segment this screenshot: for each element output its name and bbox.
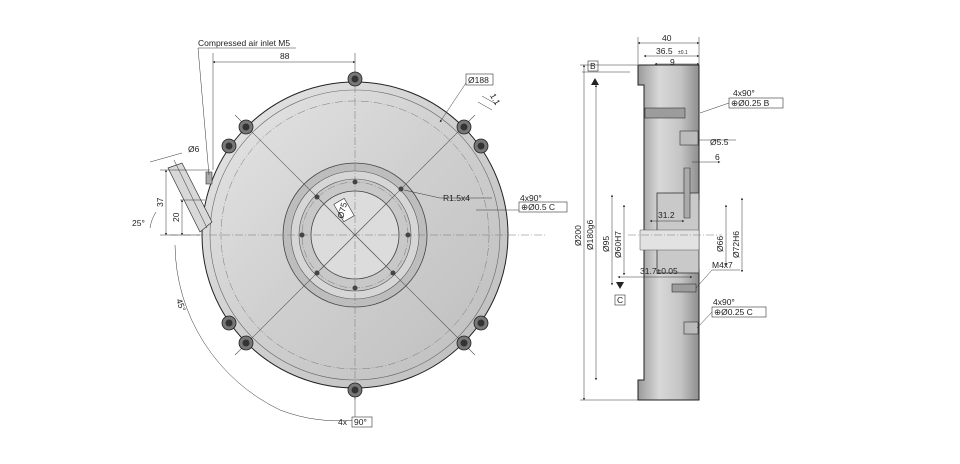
- mount-hole: [347, 71, 363, 87]
- pattern-b: 4x90°: [713, 297, 735, 307]
- dim-angle-25: 25°: [132, 218, 145, 228]
- dim-dia-188: Ø188: [468, 75, 489, 85]
- front-view: 88 Compressed air inlet M5 Ø188 1.1 Ø6 3…: [132, 38, 568, 428]
- air-inlet-label: Compressed air inlet M5: [198, 38, 290, 48]
- air-inlet-fitting: [205, 171, 213, 185]
- mount-hole: [238, 119, 254, 135]
- mount-hole: [456, 119, 472, 135]
- mount-hole: [221, 138, 237, 154]
- mount-hole: [238, 335, 254, 351]
- datum-b: B: [590, 61, 596, 71]
- mount-hole: [456, 335, 472, 351]
- inner-hole: [398, 186, 404, 192]
- pattern-bottom-prefix: 4x: [338, 417, 348, 427]
- mount-hole: [473, 138, 489, 154]
- upper-port: [644, 107, 686, 119]
- dim-40: 40: [662, 33, 672, 43]
- dim-radius: R1.5x4: [443, 193, 470, 203]
- lower-thread: [671, 283, 697, 293]
- dim-31-2: 31.2: [658, 210, 675, 220]
- dim-dia-6: Ø6: [188, 144, 200, 154]
- pattern-a: 4x90°: [733, 88, 755, 98]
- dim-20: 20: [171, 212, 181, 222]
- inner-hole: [314, 270, 320, 276]
- dim-37: 37: [155, 197, 165, 207]
- mount-hole: [473, 315, 489, 331]
- bore-diag-2: [319, 199, 391, 271]
- dim-dia-60: Ø60H7: [613, 231, 623, 258]
- pattern-bottom-box: 90°: [354, 417, 367, 427]
- dim-dia-72: Ø72H6: [731, 231, 741, 258]
- dim-1-1: 1.1: [488, 92, 503, 107]
- datum-c: C: [617, 295, 623, 305]
- mount-hole: [347, 382, 363, 398]
- dim-88: 88: [280, 51, 290, 61]
- tolerance-a: ⊕Ø0.25 B: [731, 98, 770, 108]
- dim-6: 6: [715, 152, 720, 162]
- dim-dia-75: Ø75: [335, 201, 349, 219]
- upper-port-tip: [679, 130, 699, 146]
- inner-hole: [352, 285, 358, 291]
- dim-31-7: 31.7±0.05: [640, 266, 678, 276]
- inner-hole: [299, 232, 305, 238]
- inner-hole: [314, 194, 320, 200]
- dim-36-5: 36.5: [656, 46, 673, 56]
- dim-dia-66: Ø66: [715, 236, 725, 252]
- dim-36-5-tol: ±0.1: [678, 50, 688, 56]
- side-bore-section: [639, 229, 700, 251]
- dim-dia-180: Ø180g6: [585, 219, 595, 250]
- thread-m4x7: M4x7: [712, 260, 733, 270]
- side-view: 40 36.5 ±0.1 9 B 4x90° ⊕Ø0.25 B Ø5.5 6 Ø…: [573, 33, 784, 401]
- dim-dia-200: Ø200: [573, 225, 583, 246]
- tolerance-b: ⊕Ø0.25 C: [714, 307, 753, 317]
- air-inlet-port: [167, 162, 213, 233]
- dim-angle-45: 45°: [174, 297, 188, 313]
- inner-hole: [352, 179, 358, 185]
- dim-dia-5-5: Ø5.5: [710, 137, 729, 147]
- tolerance-top: ⊕Ø0.5 C: [521, 202, 555, 212]
- lower-port-tip: [683, 321, 699, 335]
- mount-hole: [221, 315, 237, 331]
- inner-hole: [390, 270, 396, 276]
- pattern-top: 4x90°: [520, 193, 542, 203]
- dim-9: 9: [670, 57, 675, 67]
- side-fitting: [683, 167, 691, 219]
- dim-dia-95: Ø95: [601, 236, 611, 252]
- inner-hole: [405, 232, 411, 238]
